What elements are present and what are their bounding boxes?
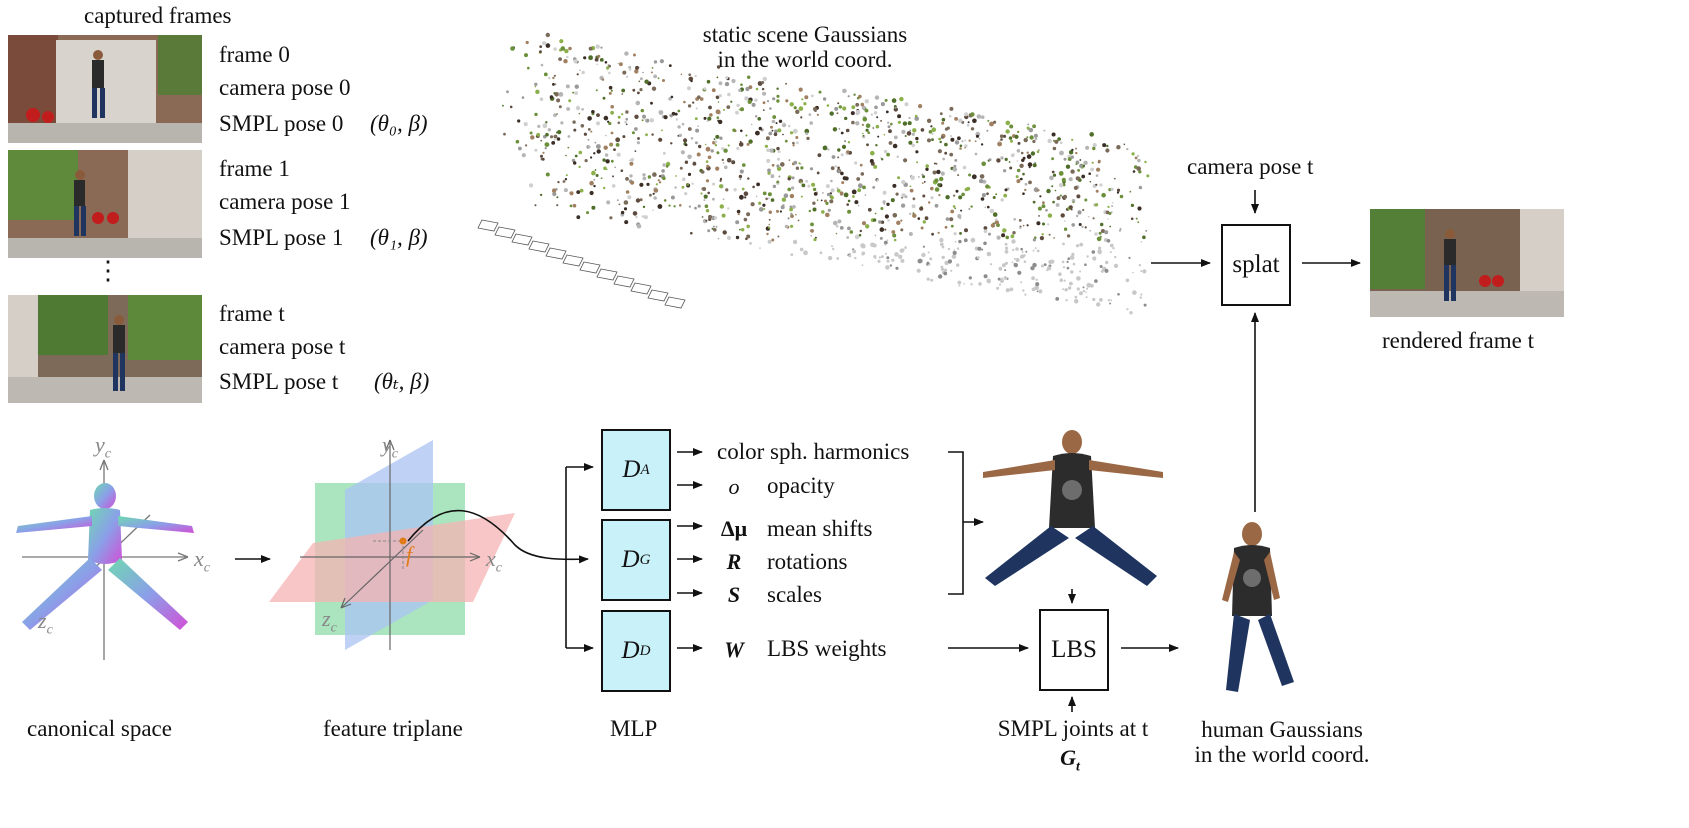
feature-triplane-label: feature triplane [323, 716, 463, 741]
frame-1-label: frame 1 [219, 156, 290, 181]
output-opacity: opacity [767, 473, 835, 498]
scene-label-line1: static scene Gaussians [702, 22, 908, 47]
smpl-pose-0-label: SMPL pose 0 [219, 111, 344, 136]
output-lbs-weights: LBS weights [767, 636, 887, 661]
smpl-params-0: (θ₀, β) [370, 111, 428, 136]
frame-t-thumbnail [8, 295, 202, 403]
output-scale-symbol: S [727, 582, 741, 607]
smpl-joints-symbol: Gt [1060, 745, 1080, 775]
output-mean-shift-symbol: Δμ [720, 516, 748, 541]
captured-frames-heading: captured frames [84, 3, 232, 28]
output-mean-shifts: mean shifts [767, 516, 873, 541]
scene-gaussians-label: static scene Gaussians in the world coor… [680, 22, 930, 73]
smpl-joints-label: SMPL joints at t [997, 716, 1149, 741]
smpl-pose-1-label: SMPL pose 1 [219, 225, 344, 250]
canonical-x-label: xc [194, 546, 210, 576]
frame-1-thumbnail [8, 150, 202, 258]
splat-box: splat [1221, 224, 1291, 306]
human-label-line2: in the world coord. [1194, 742, 1370, 768]
scene-label-line2: in the world coord. [717, 47, 893, 73]
mlp-label: MLP [610, 716, 658, 741]
posed-human-figure [1222, 522, 1294, 692]
outputs-bracket [948, 451, 964, 595]
camera-pose-0-label: camera pose 0 [219, 75, 351, 100]
triplane-z-label: zc [322, 606, 337, 636]
output-scales: scales [767, 582, 822, 607]
frame-0-label: frame 0 [219, 42, 290, 67]
feature-triplane-figure [269, 439, 515, 650]
smpl-params-1: (θ₁, β) [370, 225, 428, 250]
canonical-body-mesh [16, 483, 194, 630]
curve-feature-to-mlp [407, 509, 589, 564]
human-gaussians-label: human Gaussians in the world coord. [1172, 717, 1392, 768]
frames-ellipsis: ⋮ [95, 256, 121, 285]
rendered-frame-thumbnail [1370, 209, 1564, 317]
canonical-y-label: yc [95, 432, 111, 462]
output-rotation-symbol: R [726, 549, 742, 574]
feature-f-label: f [406, 542, 413, 567]
lbs-box: LBS [1039, 609, 1109, 691]
output-weights-symbol: W [724, 637, 744, 662]
canonical-z-label: zc [38, 608, 53, 638]
canonical-human-gaussians [983, 430, 1163, 586]
frame-0-thumbnail [8, 35, 202, 143]
feature-point [399, 537, 407, 545]
output-color-harmonics: color sph. harmonics [717, 439, 910, 464]
canonical-space-label: canonical space [27, 716, 172, 741]
human-label-line1: human Gaussians [1201, 717, 1363, 742]
triplane-x-label: xc [486, 546, 502, 576]
camera-trajectory [477, 219, 686, 309]
camera-pose-t-label: camera pose t [1187, 154, 1314, 179]
frame-t-label: frame t [219, 301, 285, 326]
triplane-y-label: yc [382, 432, 398, 462]
camera-pose-1-label: camera pose 1 [219, 189, 351, 214]
output-opacity-symbol: o [728, 474, 740, 499]
smpl-params-t: (θₜ, β) [374, 369, 430, 394]
camera-pose-t-frame-label: camera pose t [219, 334, 346, 359]
canonical-space-figure [16, 459, 194, 660]
scene-point-cloud [477, 32, 1150, 315]
output-rotations: rotations [767, 549, 848, 574]
smpl-pose-t-label: SMPL pose t [219, 369, 339, 394]
rendered-frame-label: rendered frame t [1382, 328, 1534, 353]
